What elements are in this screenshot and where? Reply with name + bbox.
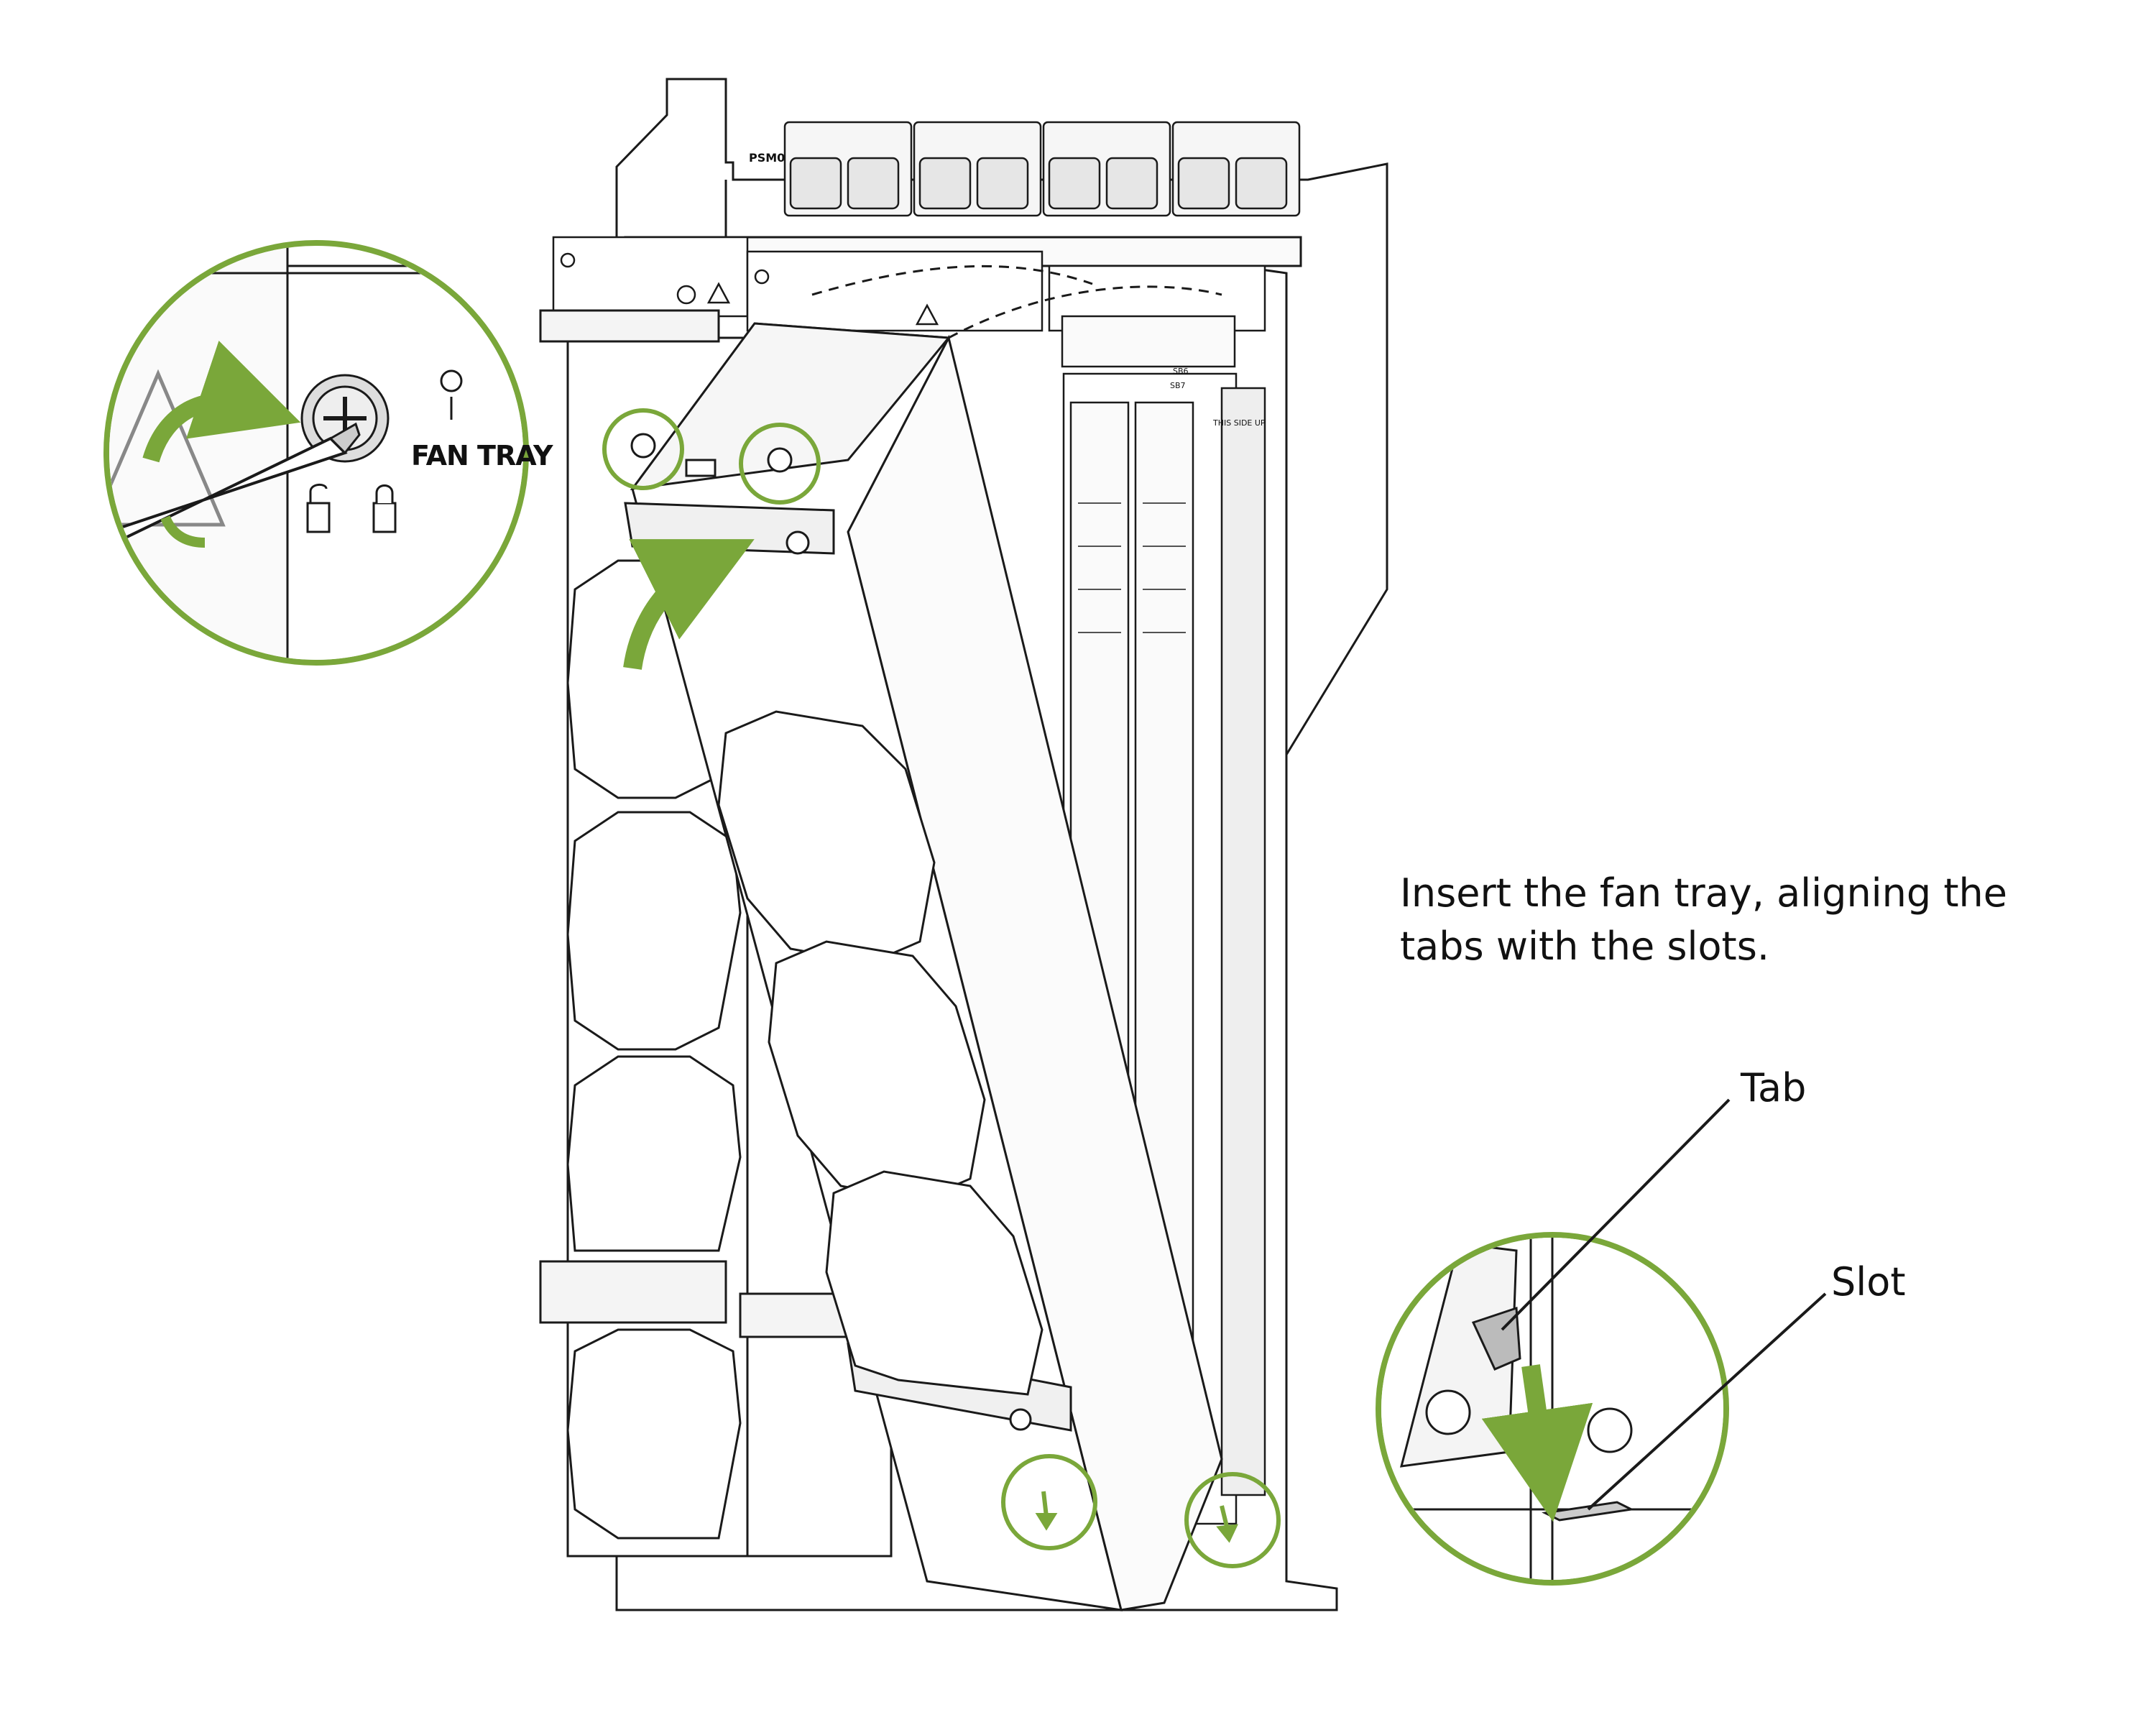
- slot-leader-line: [1587, 1292, 1827, 1511]
- slot-a-label: SB6: [1173, 367, 1189, 376]
- tab-leader-line: [1501, 1098, 1731, 1331]
- fan-tray-top-panels: [552, 236, 1266, 332]
- rotate-into-place-arrow: [623, 539, 755, 671]
- instruction-line-1: Insert the fan tray, aligning the: [1400, 870, 2007, 916]
- small-down-arrows: [1035, 1491, 1238, 1543]
- slot-callout-label: Slot: [1831, 1259, 1906, 1305]
- tab-callout-label: Tab: [1741, 1065, 1807, 1110]
- captive-screw-highlights: [602, 408, 821, 505]
- instruction-text: Insert the fan tray, aligning the tabs w…: [1400, 867, 2047, 973]
- instruction-line-2: tabs with the slots.: [1400, 924, 1770, 969]
- psm-label: PSM0: [749, 151, 786, 165]
- power-supply-row: [783, 121, 1301, 217]
- fan-tray-being-inserted: [624, 322, 1223, 1611]
- slot-b-label: SB7: [1170, 381, 1186, 390]
- tab-highlights: [1001, 1454, 1281, 1568]
- fan-tray-panel-label: FAN TRAY: [411, 440, 553, 472]
- detail-screw-zoom: [103, 240, 529, 666]
- this-side-up-label: THIS SIDE UP: [1213, 418, 1266, 428]
- detail-tab-slot-zoom: [1376, 1098, 1827, 1586]
- alignment-guides: [811, 264, 1222, 339]
